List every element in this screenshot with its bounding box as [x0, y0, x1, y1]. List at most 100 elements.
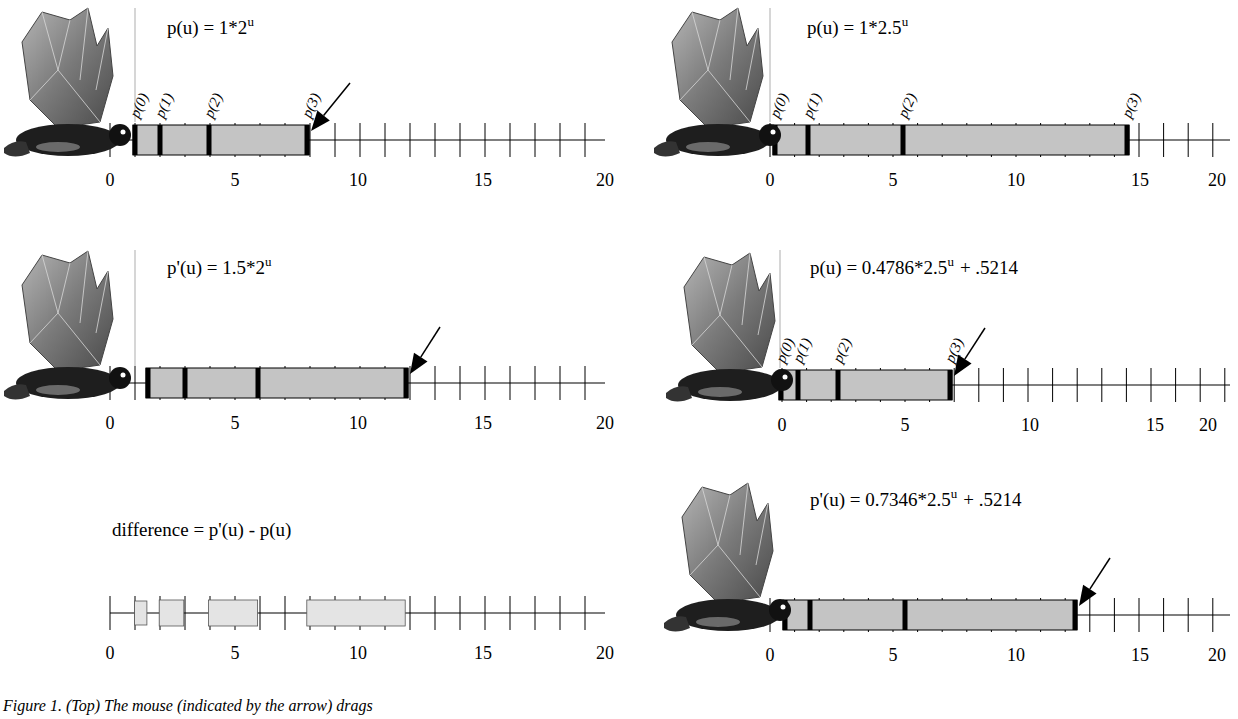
number-line	[654, 8, 1230, 157]
axis-number: 15	[474, 414, 492, 432]
formula-text: difference = p'(u) - p(u)	[112, 519, 291, 540]
tick-mark	[1175, 368, 1176, 402]
creature-figure	[664, 483, 791, 632]
tick-mark	[1089, 598, 1090, 632]
number-line	[4, 250, 605, 400]
point-label: p(3)	[298, 91, 323, 120]
formula: difference = p'(u) - p(u)	[110, 520, 293, 539]
tick-mark	[1101, 368, 1102, 402]
formula-text: p'(u) = 1.5*2	[167, 257, 265, 278]
formula: p(u) = 1*2.5u	[805, 18, 910, 37]
axis-number: 20	[596, 171, 614, 189]
axis-number: 15	[474, 644, 492, 662]
range-bar	[146, 368, 408, 398]
point-mark	[133, 125, 138, 155]
axis-number: 0	[766, 646, 775, 664]
axis-number: 20	[596, 644, 614, 662]
creature-figure	[654, 8, 781, 157]
tick-mark	[1163, 598, 1164, 632]
arrow-head	[410, 353, 428, 374]
tick-mark	[1212, 598, 1213, 632]
point-mark	[305, 125, 310, 155]
formula-text: p(u) = 1*2	[167, 17, 247, 38]
tick-mark	[560, 366, 561, 400]
tick-mark	[435, 596, 436, 630]
axis-number: 0	[778, 416, 787, 434]
point-mark	[806, 125, 811, 155]
point-label: p(2)	[894, 91, 919, 120]
formula-text: p(u) = 0.4786*2.5	[810, 257, 947, 278]
axis-number: 10	[1021, 416, 1039, 434]
point-mark	[183, 368, 188, 398]
formula-text: + .5214	[963, 489, 1021, 510]
point-label: p(0)	[126, 91, 151, 120]
axis-number: 10	[349, 171, 367, 189]
tick-mark	[1139, 598, 1140, 632]
difference-bar	[135, 601, 147, 625]
axis-number: 5	[231, 644, 240, 662]
tick-mark	[185, 596, 186, 630]
tick-mark	[410, 596, 411, 630]
tick-mark	[978, 368, 979, 402]
range-bar	[783, 600, 1077, 630]
point-label: p(0)	[766, 91, 791, 120]
mouse-arrow	[324, 83, 350, 115]
crystal-facets	[690, 483, 768, 597]
creature-shade	[696, 617, 740, 627]
creature-eye	[771, 130, 776, 135]
point-label: p(2)	[829, 336, 854, 365]
exponent: u	[947, 254, 954, 269]
tick-mark	[460, 596, 461, 630]
exponent: u	[265, 254, 272, 269]
axis-number: 20	[596, 414, 614, 432]
tick-mark	[485, 123, 486, 157]
tick-mark	[1200, 368, 1201, 402]
creature-eye	[121, 130, 126, 135]
tick-mark	[510, 596, 511, 630]
tick-mark	[1077, 368, 1078, 402]
tick-mark	[485, 366, 486, 400]
mouse-arrow	[965, 328, 985, 359]
crystal-facets	[30, 8, 108, 122]
tick-mark	[510, 123, 511, 157]
creature-beak	[666, 386, 692, 401]
formula-text: + .5214	[960, 257, 1018, 278]
axis-number: 10	[349, 644, 367, 662]
tick-mark	[1126, 368, 1127, 402]
tick-mark	[1003, 368, 1004, 402]
range-bar	[133, 125, 309, 155]
axis-number: 0	[106, 414, 115, 432]
creature-body	[678, 369, 782, 401]
creature-body	[676, 599, 780, 631]
axis-number: 20	[1208, 171, 1226, 189]
tick-mark	[1212, 123, 1213, 157]
point-mark	[836, 370, 841, 400]
axis-number: 20	[1199, 416, 1217, 434]
crystal	[682, 483, 773, 603]
crystal-facets	[680, 8, 758, 122]
tick-mark	[310, 123, 311, 157]
formula: p(u) = 0.4786*2.5u+ .5214	[808, 258, 1020, 277]
creature-eye	[781, 605, 786, 610]
creature-eye	[121, 373, 126, 378]
tick-mark	[954, 368, 955, 402]
crystal	[22, 251, 113, 371]
axis-number: 10	[349, 414, 367, 432]
tick-mark	[435, 366, 436, 400]
axis-number: 20	[1208, 646, 1226, 664]
creature-beak	[654, 141, 680, 156]
point-mark	[158, 125, 163, 155]
tick-mark	[1151, 368, 1152, 402]
creature-body	[16, 124, 120, 156]
formula-text: p'(u) = 0.7346*2.5	[810, 489, 951, 510]
tick-mark	[1188, 123, 1189, 157]
tick-mark	[335, 123, 336, 157]
axis-number: 10	[1007, 171, 1025, 189]
difference-bar	[208, 600, 257, 626]
point-mark	[796, 370, 801, 400]
creature-beak	[664, 616, 690, 631]
mouse-arrow	[421, 327, 440, 357]
guide-line	[134, 250, 136, 366]
crystal	[672, 8, 763, 128]
formula: p(u) = 1*2u	[165, 18, 256, 37]
